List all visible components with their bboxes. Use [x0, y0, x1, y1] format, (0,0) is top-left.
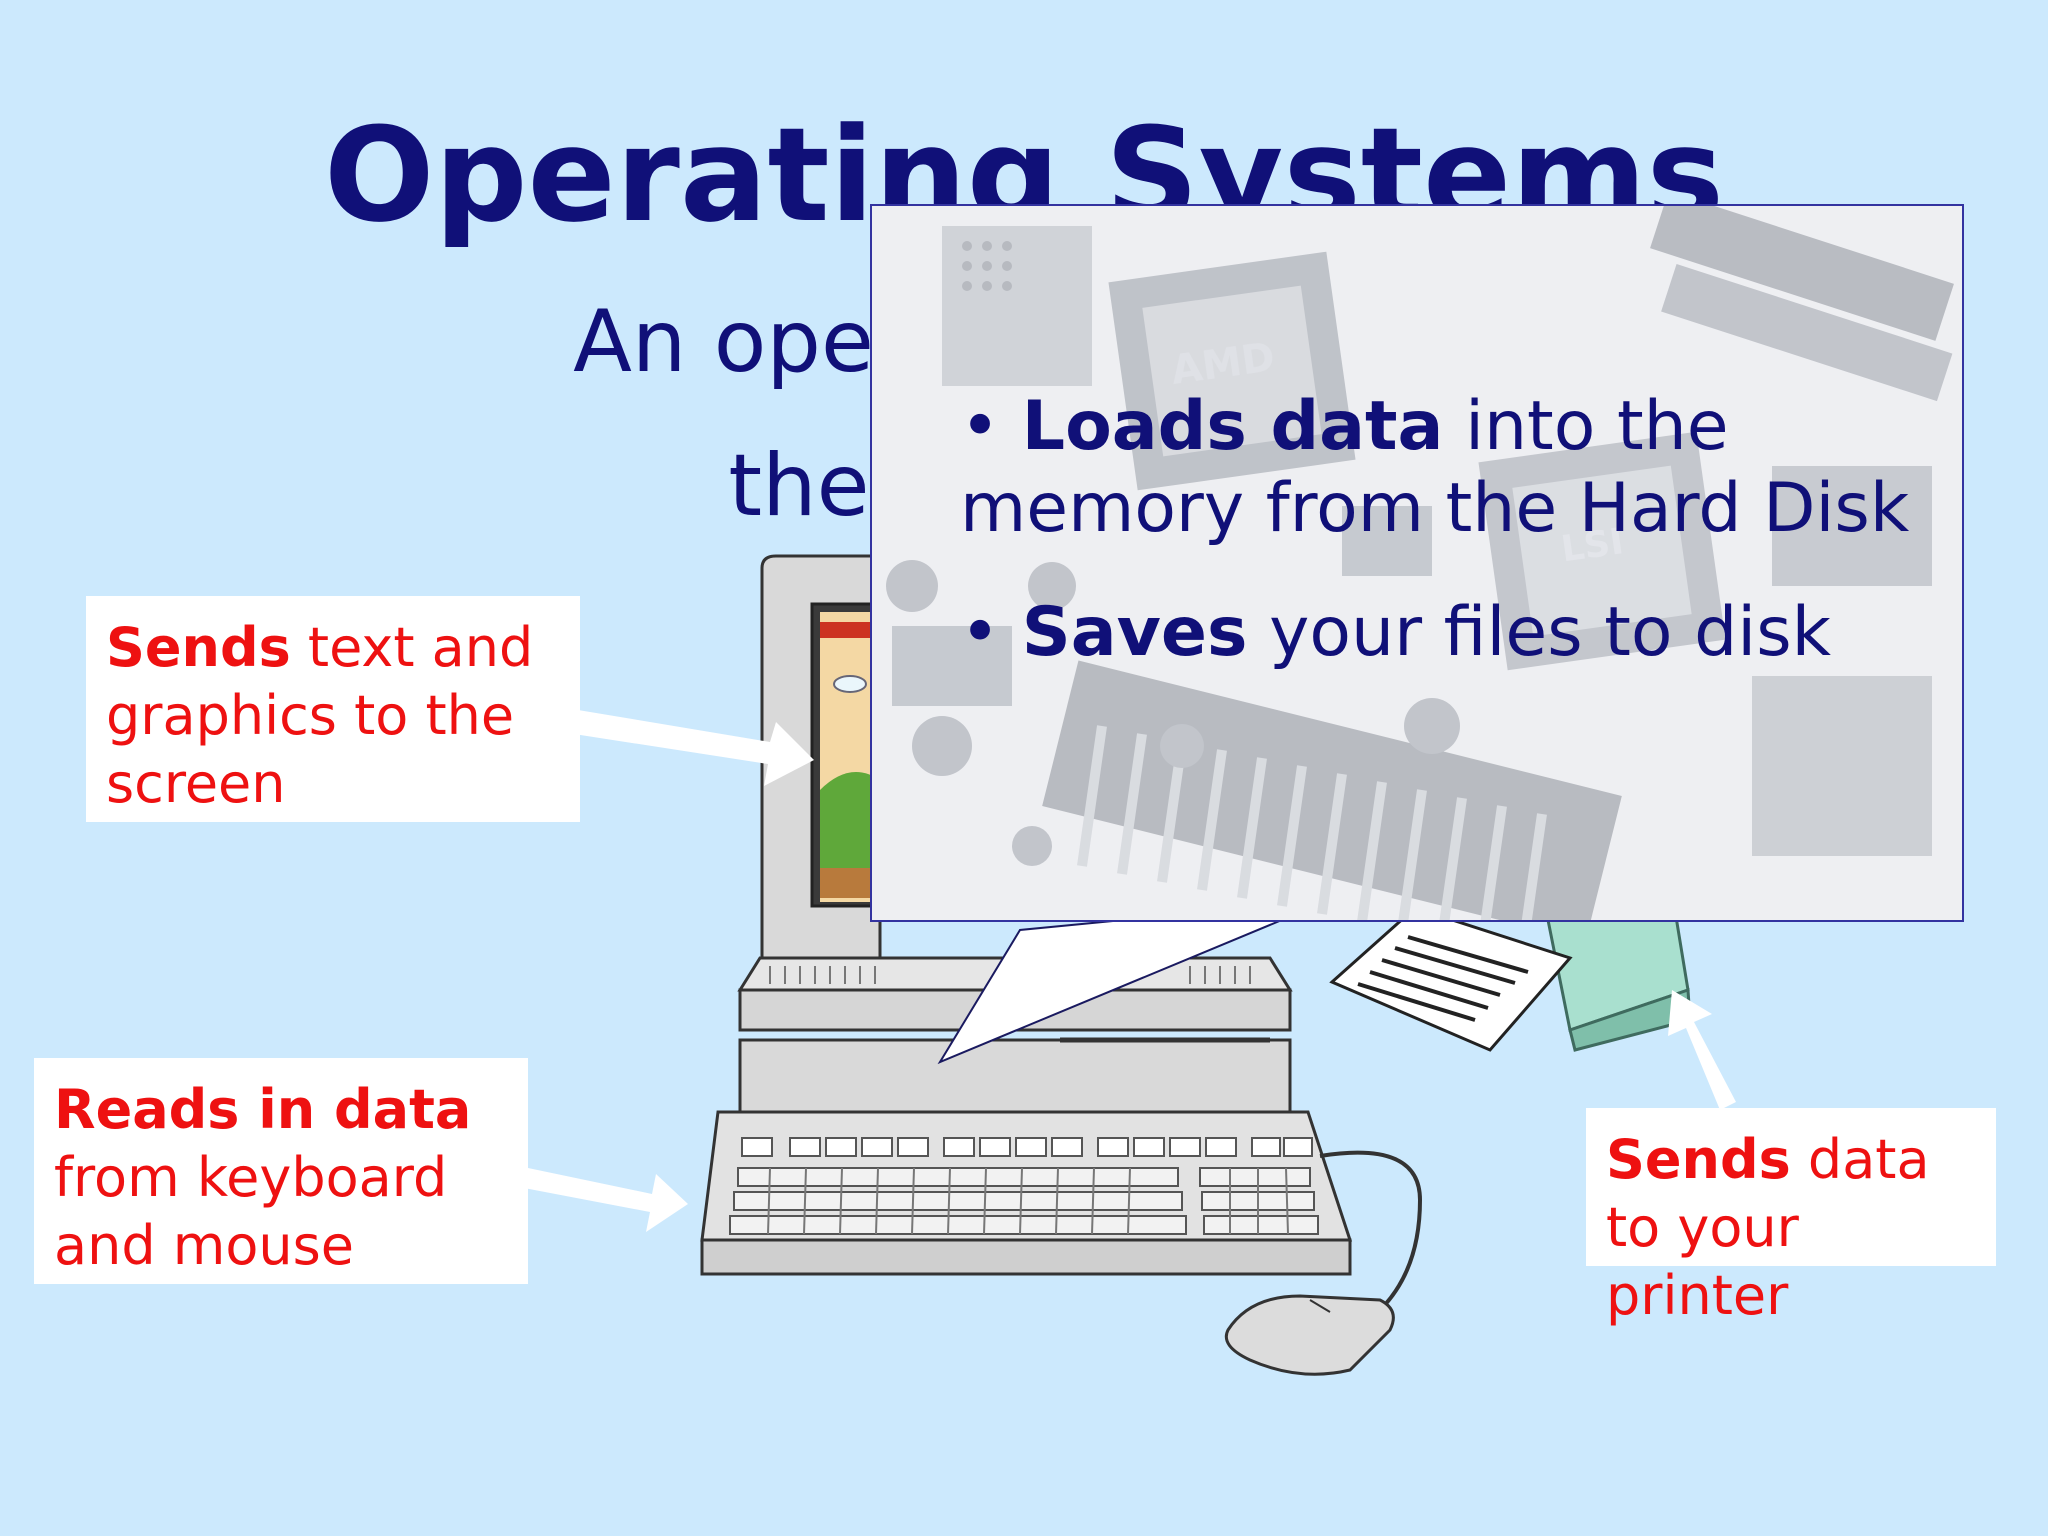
- arrow-icon: [524, 710, 1736, 1232]
- label-screen-text: text and graphics to the screen: [106, 616, 534, 815]
- bullet-1-text: into the memory from the Hard Disk: [960, 387, 1910, 548]
- label-printer-text: data to your printer: [1606, 1128, 1930, 1327]
- callout-bullets: • Loads data into the memory from the Ha…: [960, 386, 1920, 716]
- label-screen-bold: Sends: [106, 616, 291, 679]
- label-screen: Sends text and graphics to the screen: [86, 596, 580, 822]
- chip-label-2: LSI: [1559, 521, 1626, 570]
- bullet-2-bold: Saves: [1021, 593, 1248, 672]
- label-keyboard-text: from keyboard and mouse: [54, 1146, 448, 1277]
- bullet-saves-files: • Saves your files to disk: [960, 593, 1831, 672]
- bullet-1-bold: Loads data: [1021, 387, 1444, 466]
- bullet-loads-data: • Loads data into the memory from the Ha…: [960, 387, 1910, 548]
- mouse-icon: [1224, 1150, 1423, 1376]
- keyboard-icon: [700, 1110, 1353, 1276]
- label-printer-bold: Sends: [1606, 1128, 1791, 1191]
- motherboard-image: AMD LSI: [872, 206, 1962, 920]
- label-keyboard-bold: Reads in data: [54, 1078, 472, 1141]
- bullet-2-text: your files to disk: [1247, 593, 1831, 672]
- callout-box: AMD LSI • Loads data into the memory fro…: [870, 204, 1964, 922]
- label-printer: Sends data to your printer: [1586, 1108, 1996, 1327]
- label-keyboard: Reads in data from keyboard and mouse: [34, 1058, 528, 1284]
